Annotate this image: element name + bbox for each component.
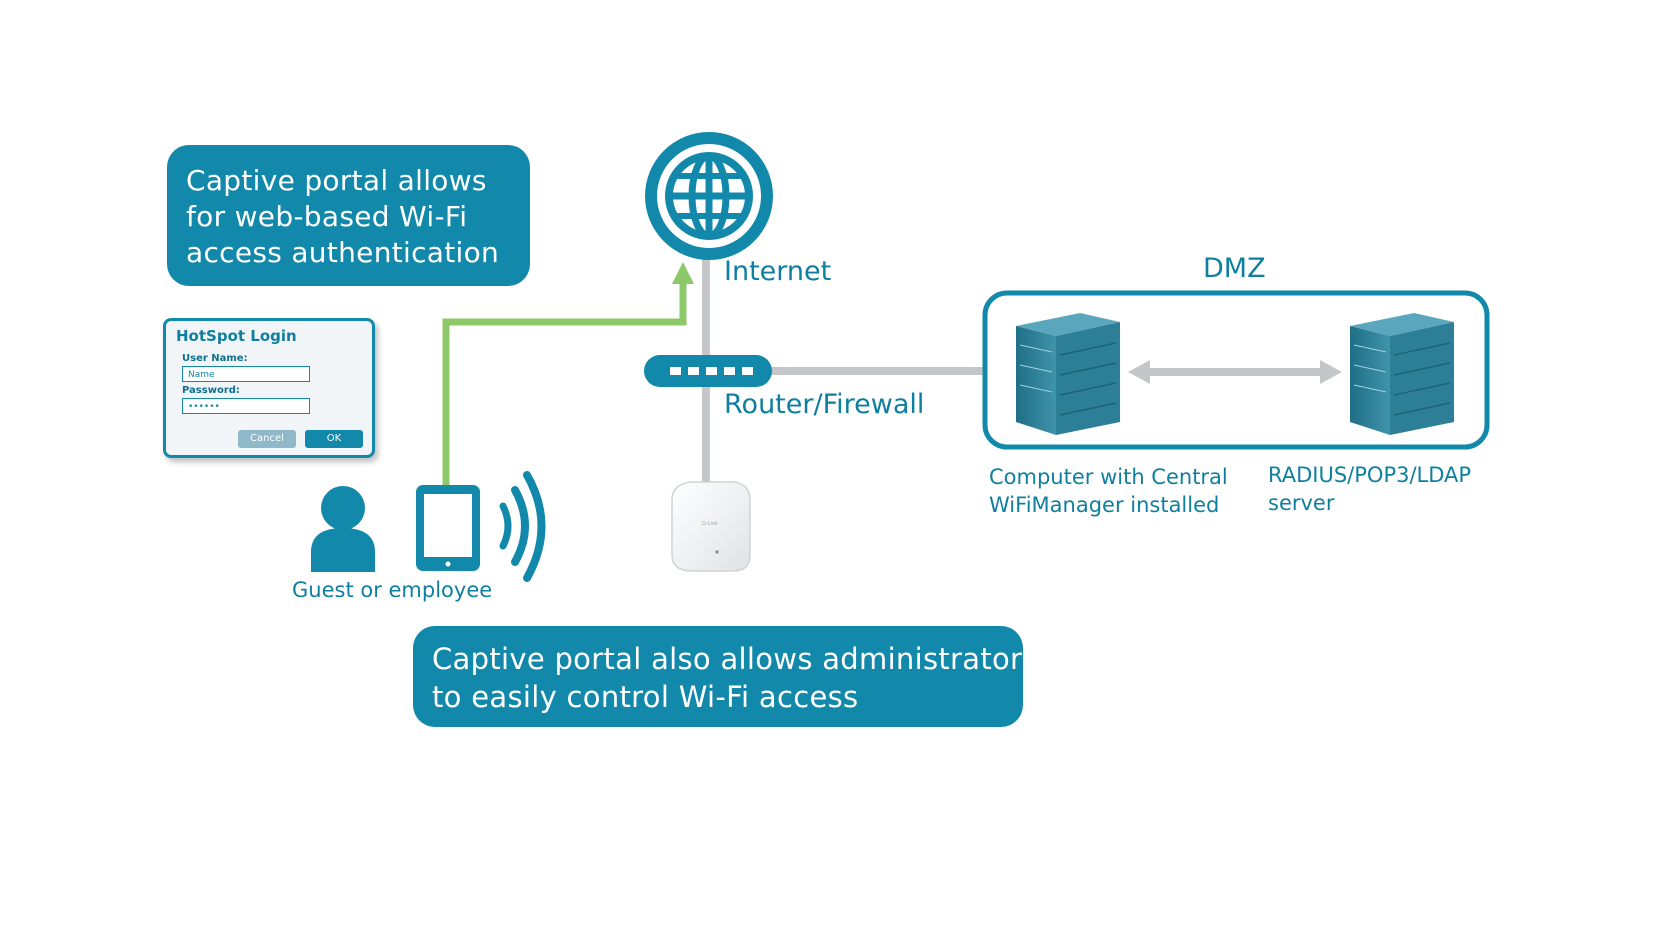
hotspot-login-window: HotSpot Login User Name: Name Password: … [163, 318, 375, 458]
server-icon [1350, 313, 1454, 435]
password-input[interactable]: •••••• [182, 398, 310, 414]
radius-label-line: server [1268, 491, 1335, 515]
wifi-waves-icon [499, 471, 546, 582]
person-icon [311, 486, 375, 572]
router-label: Router/Firewall [724, 389, 925, 420]
tablet-icon [416, 485, 480, 571]
computer-label: Computer with Central WiFiManager instal… [989, 463, 1228, 519]
password-label: Password: [182, 385, 240, 396]
callout-line: Captive portal also allows administrator [432, 642, 1023, 676]
radius-label: RADIUS/POP3/LDAP server [1268, 461, 1471, 517]
computer-label-line: WiFiManager installed [989, 493, 1220, 517]
callout-line: access authentication [186, 236, 500, 269]
login-title: HotSpot Login [176, 327, 297, 345]
callout-admin-control: Captive portal also allows administrator… [413, 626, 1023, 727]
dmz-label: DMZ [1203, 253, 1266, 284]
callout-line: for web-based Wi-Fi [186, 200, 468, 233]
username-label: User Name: [182, 353, 248, 364]
bidirectional-arrow-icon [1128, 360, 1342, 384]
svg-text:D-Link: D-Link [702, 521, 718, 527]
ok-button[interactable]: OK [305, 430, 363, 448]
radius-label-line: RADIUS/POP3/LDAP [1268, 463, 1472, 487]
access-point-icon: D-Link [671, 481, 751, 572]
callout-authentication: Captive portal allows for web-based Wi-F… [167, 145, 530, 286]
router-icon [644, 355, 772, 387]
computer-label-line: Computer with Central [989, 465, 1228, 489]
guest-label: Guest or employee [292, 578, 493, 602]
cancel-button[interactable]: Cancel [238, 430, 296, 448]
uplink-path [442, 262, 694, 490]
server-icon [1016, 313, 1120, 435]
username-input[interactable]: Name [182, 366, 310, 382]
internet-label: Internet [724, 256, 832, 287]
callout-line: Captive portal allows [186, 164, 487, 197]
globe-icon [645, 132, 773, 260]
callout-line: to easily control Wi-Fi access [432, 680, 859, 714]
